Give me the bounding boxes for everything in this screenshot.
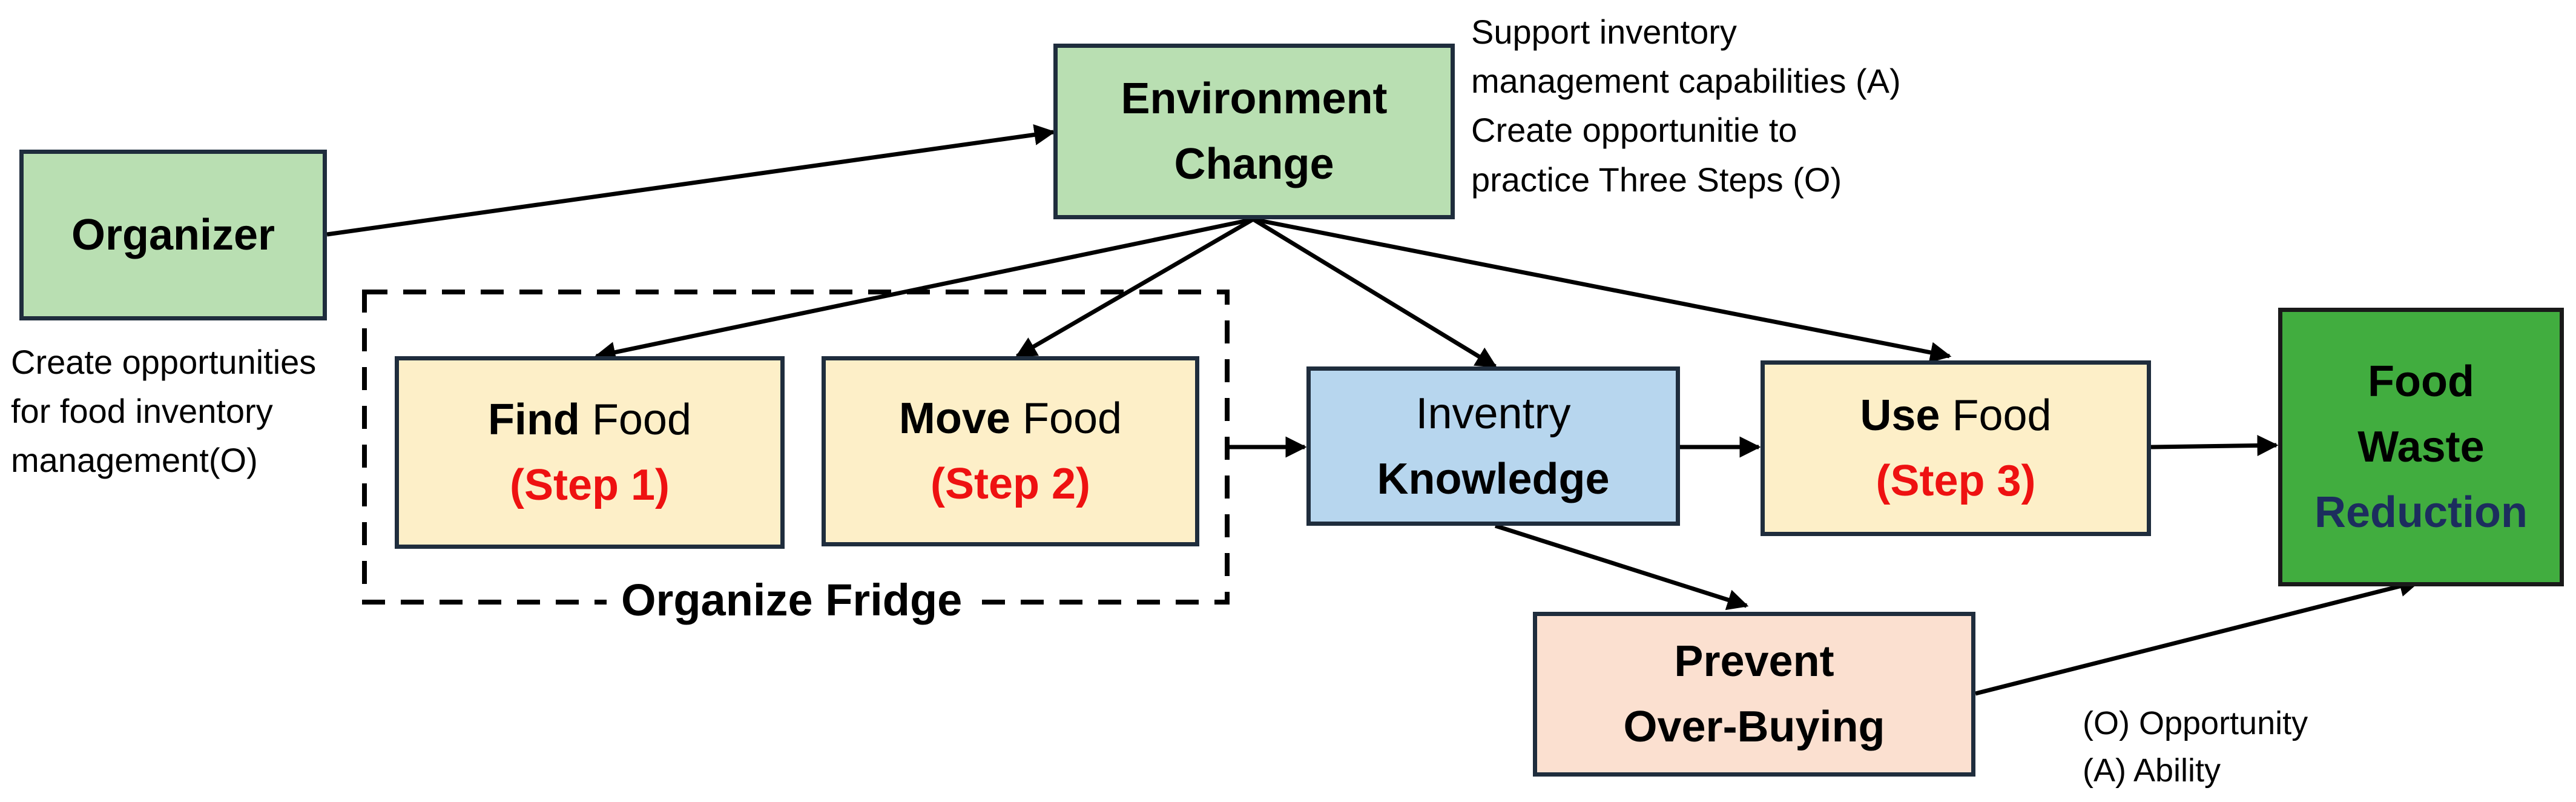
arrow-organizer-to-environment (326, 124, 1056, 237)
move-food-node: Move Food (Step 2) (822, 356, 1199, 546)
prevent-over-buying-node: Prevent Over-Buying (1533, 612, 1975, 777)
food-waste-reduction-line3: Reduction (2314, 488, 2528, 537)
environment-change-node: Environment Change (1053, 44, 1455, 219)
environment-note-line: Create opportunitie to (1471, 111, 1797, 150)
organizer-note-line: for food inventory (11, 392, 273, 431)
inventory-knowledge-line2: Knowledge (1377, 454, 1610, 503)
environment-note-line: management capabilities (A) (1471, 62, 1901, 101)
inventory-knowledge-line1: Inventry (1415, 389, 1571, 438)
arrow-environment-to-find (594, 217, 1254, 363)
organize-fridge-label: Organize Fridge (607, 574, 977, 626)
arrow-use-to-reduction (2150, 434, 2279, 456)
organizer-label: Organizer (71, 211, 275, 259)
organizer-note-line: management(O) (11, 441, 258, 480)
find-food-title: Find Food (487, 396, 692, 444)
organizer-node: Organizer (19, 150, 327, 320)
legend: (O) Opportunity (A) Ability (2083, 700, 2308, 795)
find-food-node: Find Food (Step 1) (395, 356, 785, 549)
environment-note-line: Support inventory (1471, 13, 1737, 51)
food-waste-reduction-line2: Waste (2357, 423, 2485, 471)
move-food-title: Move Food (898, 394, 1122, 443)
arrow-environment-to-use (1253, 217, 1952, 363)
arrow-prevent-to-reduction (1975, 575, 2421, 696)
inventory-knowledge-node: Inventry Knowledge (1306, 366, 1680, 526)
arrow-inventory-to-prevent (1494, 523, 1749, 611)
food-waste-reduction-line1: Food (2368, 357, 2474, 406)
food-waste-reduction-node: Food Waste Reduction (2278, 308, 2564, 586)
use-food-step: (Step 3) (1876, 457, 2036, 505)
organizer-note: Create opportunities for food inventory … (11, 337, 316, 485)
environment-note: Support inventory management capabilitie… (1471, 7, 1901, 204)
legend-opportunity: (O) Opportunity (2083, 705, 2308, 741)
environment-note-line: practice Three Steps (O) (1471, 160, 1842, 199)
organizer-note-line: Create opportunities (11, 343, 317, 381)
legend-ability: (A) Ability (2083, 752, 2221, 789)
use-food-title: Use Food (1860, 391, 2052, 440)
arrow-environment-to-move (1015, 217, 1254, 359)
find-food-step: (Step 1) (509, 461, 670, 509)
environment-change-line2: Change (1174, 140, 1334, 188)
move-food-step: (Step 2) (930, 460, 1091, 508)
prevent-over-buying-line1: Prevent (1674, 637, 1834, 686)
arrow-environment-to-inventory (1252, 217, 1497, 368)
use-food-node: Use Food (Step 3) (1761, 360, 2151, 536)
environment-change-line1: Environment (1121, 75, 1388, 123)
prevent-over-buying-line2: Over-Buying (1623, 703, 1885, 751)
